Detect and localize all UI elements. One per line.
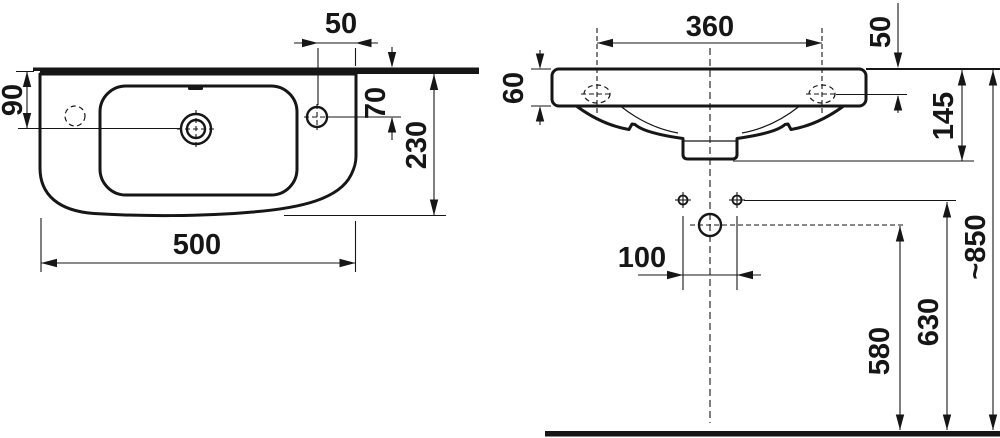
dim-supply-holes: 100	[618, 216, 761, 290]
dim-fixing-holes: 360	[597, 11, 822, 48]
bowl-inner-edge-left	[620, 106, 679, 134]
arrow-up-icon	[387, 117, 397, 133]
arrow-up-icon	[535, 106, 545, 122]
arrow-up-icon	[429, 74, 439, 90]
arrow-up-icon	[942, 202, 952, 218]
waste-outlet	[690, 212, 906, 238]
dim-label-145: 145	[928, 92, 960, 140]
arrow-up-icon	[957, 70, 967, 86]
dim-label-100: 100	[618, 242, 666, 274]
drain-hole	[177, 110, 215, 148]
dim-label-360: 360	[686, 11, 734, 43]
dim-label-850: ~850	[960, 214, 992, 279]
arrow-down-icon	[895, 414, 905, 430]
arrow-up-icon	[893, 95, 903, 111]
front-view: 360 50 60 145	[498, 3, 1000, 437]
dim-label-50-right: 50	[865, 16, 897, 48]
arrow-down-icon	[942, 414, 952, 430]
arrow-down-icon	[957, 145, 967, 161]
arrow-right-icon	[667, 270, 683, 280]
dim-tap-to-edge: 50	[294, 8, 378, 105]
optional-tap-hole	[64, 105, 86, 127]
floor-line	[545, 431, 1000, 437]
arrow-down-icon	[893, 52, 903, 68]
arrow-right-icon	[806, 38, 822, 48]
supply-holes	[675, 192, 745, 208]
dim-label-230: 230	[401, 121, 433, 169]
dim-rim-to-outlet: 145	[733, 70, 974, 162]
basin-outline	[38, 72, 358, 218]
overflow-slot	[188, 86, 203, 90]
rim-profile	[550, 67, 868, 108]
arrow-left-icon	[355, 38, 372, 48]
dim-label-90: 90	[0, 84, 29, 116]
arrow-right-icon	[302, 38, 318, 48]
dim-label-580: 580	[864, 327, 896, 375]
dim-floor-to-rim: ~850	[960, 70, 998, 430]
dim-label-60: 60	[498, 72, 530, 104]
tap-hole	[304, 104, 330, 130]
dim-rim-height: 60	[498, 50, 551, 125]
dim-label-50: 50	[325, 8, 357, 40]
arrow-right-icon	[339, 258, 356, 268]
fixing-holes	[581, 28, 838, 113]
dim-overall-depth: 230	[284, 74, 446, 217]
wall-edge-bar	[33, 67, 479, 74]
dim-overall-width: 500	[40, 218, 357, 272]
dim-label-630: 630	[913, 298, 945, 346]
arrow-down-icon	[535, 53, 545, 69]
dim-floor-to-trap: 580	[864, 226, 905, 430]
top-view: 90 50 70 230	[0, 8, 479, 272]
arrow-left-icon	[737, 270, 753, 280]
arrow-down-icon	[22, 113, 32, 129]
arrow-left-icon	[597, 38, 613, 48]
dim-front-to-drain-axis: 90	[0, 70, 181, 130]
arrow-up-icon	[988, 70, 998, 86]
arrow-up-icon	[22, 71, 32, 87]
arrow-down-icon	[387, 52, 397, 68]
inner-bowl-outline	[98, 84, 299, 197]
dim-edge-to-tap: 70	[328, 47, 401, 140]
dim-rim-to-fixing: 50	[836, 3, 907, 113]
optional-tap-hole-circle	[64, 105, 86, 127]
dim-label-70: 70	[360, 87, 392, 119]
dim-label-500: 500	[173, 229, 221, 261]
arrow-up-icon	[895, 226, 905, 242]
dim-floor-to-supply: 630	[744, 199, 956, 430]
arrow-left-icon	[41, 258, 57, 268]
arrow-down-icon	[988, 414, 998, 430]
arrow-down-icon	[429, 199, 439, 216]
bowl-inner-edge-right	[741, 106, 800, 134]
